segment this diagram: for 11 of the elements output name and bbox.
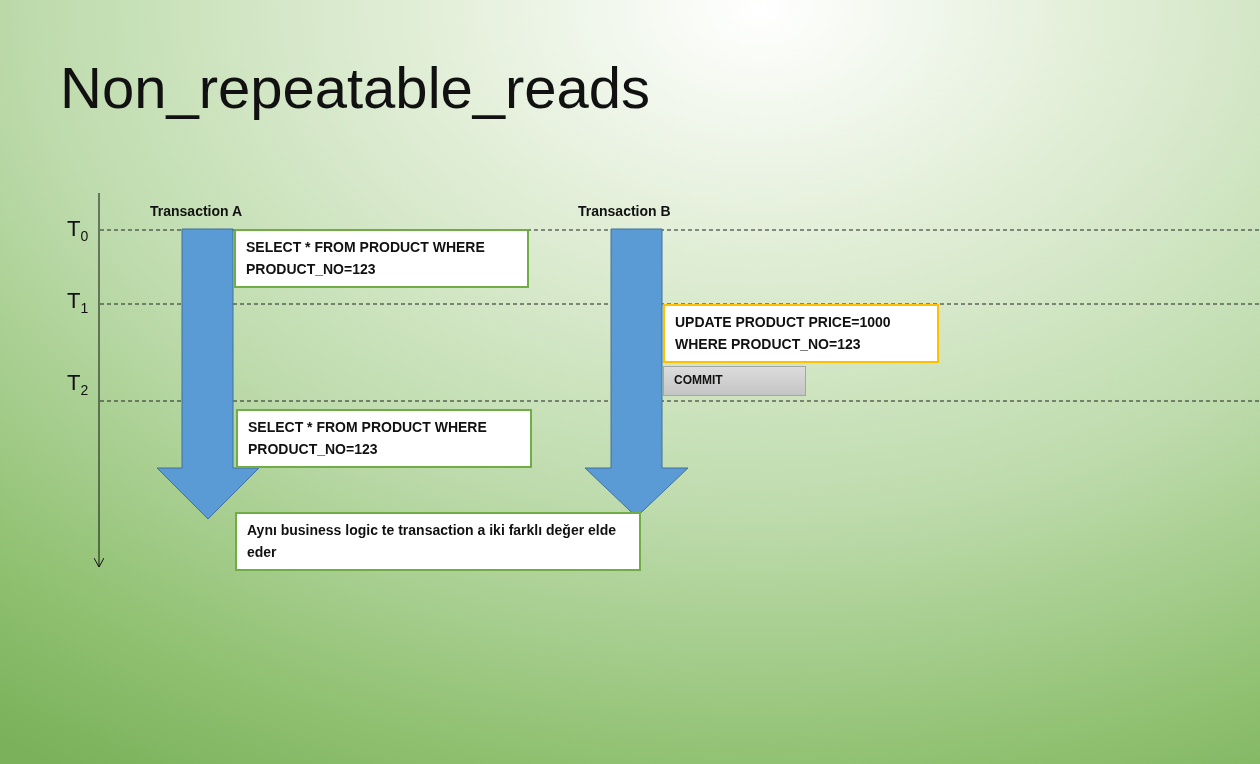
- time-label: T$_{0}$: [67, 216, 89, 245]
- query-box: SELECT * FROM PRODUCT WHERE PRODUCT_NO=123: [236, 409, 532, 469]
- query-box: UPDATE PRODUCT PRICE=1000 WHERE PRODUCT_NO=123: [663, 304, 939, 364]
- time-label: T$_{1}$: [67, 288, 89, 317]
- time-label: T$_{2}$: [67, 370, 89, 399]
- note-box: Aynı business logic te transaction a iki farklı değer elde eder: [235, 512, 641, 572]
- query-box: SELECT * FROM PRODUCT WHERE PRODUCT_NO=123: [234, 229, 529, 289]
- lane-heading: Transaction A: [150, 203, 243, 219]
- commit-box: COMMIT: [663, 366, 806, 396]
- lane-heading: Transaction B: [578, 203, 671, 219]
- slide-title: Non_repeatable_reads: [60, 56, 651, 120]
